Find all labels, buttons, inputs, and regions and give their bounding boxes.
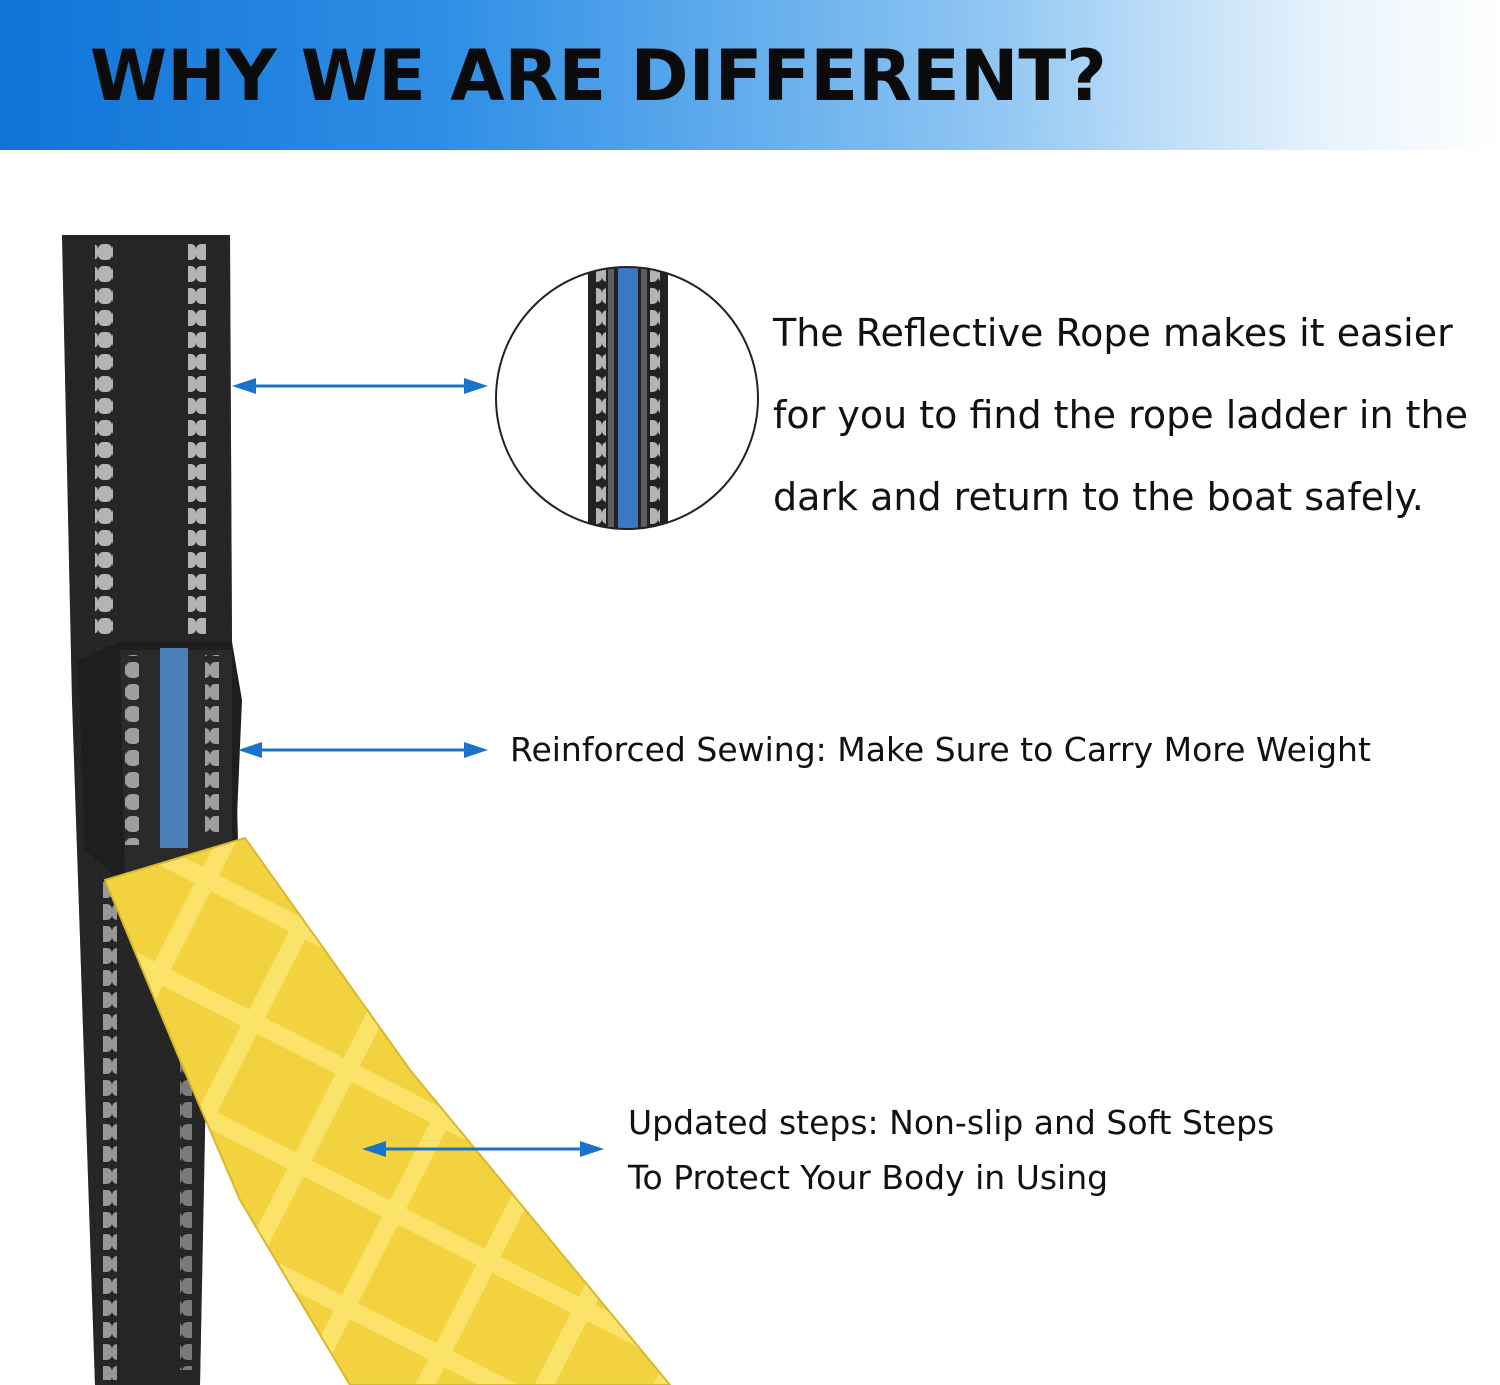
page-title: WHY WE ARE DIFFERENT? <box>90 35 1107 117</box>
steps-caption-line: To Protect Your Body in Using <box>628 1158 1109 1197</box>
magnifier-zoom <box>495 266 759 530</box>
steps-caption: Updated steps: Non-slip and Soft Steps T… <box>628 1095 1274 1205</box>
reinforced-sewing-patch <box>78 642 242 880</box>
magnifier-circle-icon <box>495 266 759 530</box>
reflective-caption-line: The Reflective Rope makes it easier <box>773 311 1453 355</box>
sewing-caption: Reinforced Sewing: Make Sure to Carry Mo… <box>510 730 1371 769</box>
sewing-arrow-icon <box>238 742 488 758</box>
steps-arrow-icon <box>362 1141 604 1157</box>
steps-caption-line: Updated steps: Non-slip and Soft Steps <box>628 1103 1275 1142</box>
reflective-stripe-left <box>95 240 113 640</box>
reflective-caption-line: for you to find the rope ladder in the <box>773 393 1468 437</box>
reflective-arrow-icon <box>232 378 488 394</box>
reflective-caption: The Reflective Rope makes it easier for … <box>773 292 1468 538</box>
yellow-step <box>105 838 670 1385</box>
header-banner: WHY WE ARE DIFFERENT? <box>0 0 1500 150</box>
reflective-stripe-right <box>188 240 206 640</box>
reflective-caption-line: dark and return to the boat safely. <box>773 475 1424 519</box>
blue-stitch-stripe <box>160 648 188 848</box>
